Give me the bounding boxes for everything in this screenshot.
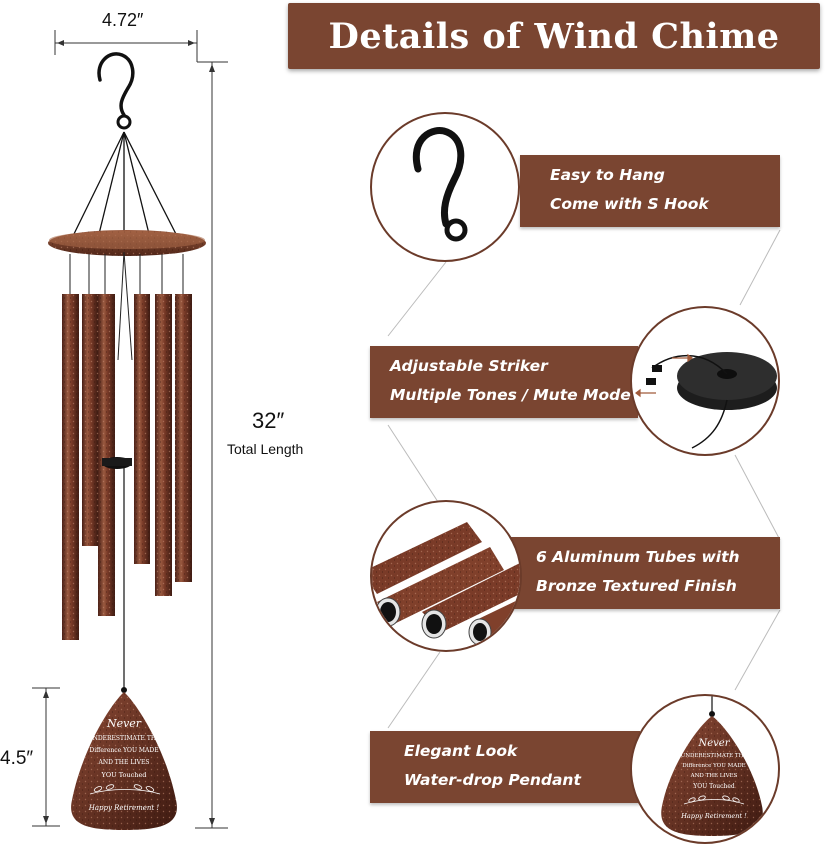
closeup-text-3: Difference YOU MADE bbox=[682, 763, 745, 769]
pendant-dimension-line bbox=[32, 687, 60, 827]
pendant-detail-circle: Never UNDERESTIMATE THE Difference YOU M… bbox=[630, 694, 780, 844]
striker-detail-circle bbox=[630, 306, 780, 456]
feature-tubes-line2: Bronze Textured Finish bbox=[536, 577, 737, 595]
connector-lines bbox=[387, 229, 781, 729]
closeup-text-6: Happy Retirement ! bbox=[680, 812, 747, 820]
title-banner: Details of Wind Chime bbox=[288, 3, 820, 69]
feature-band-tubes: 6 Aluminum Tubes with Bronze Textured Fi… bbox=[508, 537, 780, 609]
feature-pendant-line1: Elegant Look bbox=[404, 742, 518, 760]
feature-band-pendant: Elegant Look Water-drop Pendant bbox=[370, 731, 640, 803]
s-hook-closeup-icon bbox=[412, 127, 468, 242]
s-hook-icon bbox=[97, 52, 135, 130]
pendant-text-line-5: YOU Touched bbox=[101, 771, 147, 779]
hanging-cords bbox=[71, 131, 179, 239]
pendant-closeup-icon: Never UNDERESTIMATE THE Difference YOU M… bbox=[661, 696, 763, 836]
feature-pendant-line2: Water-drop Pendant bbox=[404, 771, 581, 789]
feature-hook-line2: Come with S Hook bbox=[550, 195, 709, 213]
chime-top-cap bbox=[48, 230, 206, 256]
hook-detail-circle bbox=[370, 112, 520, 262]
pendant-text-line-6: Happy Retirement ! bbox=[88, 804, 160, 812]
feature-hook-line1: Easy to Hang bbox=[550, 166, 665, 184]
width-dimension-line bbox=[54, 30, 228, 63]
closeup-text-5: YOU Touched bbox=[692, 783, 735, 790]
page-title: Details of Wind Chime bbox=[328, 15, 780, 57]
pendant-text-line-3: Difference YOU MADE bbox=[89, 747, 158, 754]
water-drop-pendant: Never UNDERESTIMATE THE Difference YOU M… bbox=[71, 687, 177, 830]
total-length-caption: Total Length bbox=[227, 441, 304, 457]
width-label: 4.72″ bbox=[102, 10, 144, 30]
closeup-text-4: AND THE LIVES bbox=[690, 773, 738, 779]
closeup-text-2: UNDERESTIMATE THE bbox=[681, 753, 748, 759]
tube-strings bbox=[69, 251, 184, 361]
feature-striker-line1: Adjustable Striker bbox=[390, 357, 548, 375]
leaf-ornament-icon bbox=[89, 784, 161, 795]
feature-striker-line2: Multiple Tones / Mute Mode bbox=[390, 386, 631, 404]
chime-tubes bbox=[62, 294, 192, 640]
total-length-label: 32″ bbox=[252, 408, 285, 433]
pendant-text-line-1: Never bbox=[106, 717, 142, 730]
pendant-text-line-2: UNDERESTIMATE THE bbox=[88, 735, 161, 742]
striker-disc bbox=[102, 457, 132, 469]
pendant-length-label: 4.5″ bbox=[0, 748, 34, 769]
length-dimension-line bbox=[195, 62, 228, 829]
feature-band-hook: Easy to Hang Come with S Hook bbox=[520, 155, 780, 227]
tubes-closeup-icon bbox=[372, 522, 520, 646]
feature-band-striker: Adjustable Striker Multiple Tones / Mute… bbox=[370, 346, 638, 418]
tubes-detail-circle bbox=[370, 500, 522, 652]
closeup-text-1: Never bbox=[697, 738, 730, 749]
closeup-leaf-icon bbox=[683, 795, 745, 805]
pendant-text-line-4: AND THE LIVES bbox=[98, 759, 150, 766]
striker-closeup-icon bbox=[635, 352, 777, 449]
feature-tubes-line1: 6 Aluminum Tubes with bbox=[536, 548, 740, 566]
